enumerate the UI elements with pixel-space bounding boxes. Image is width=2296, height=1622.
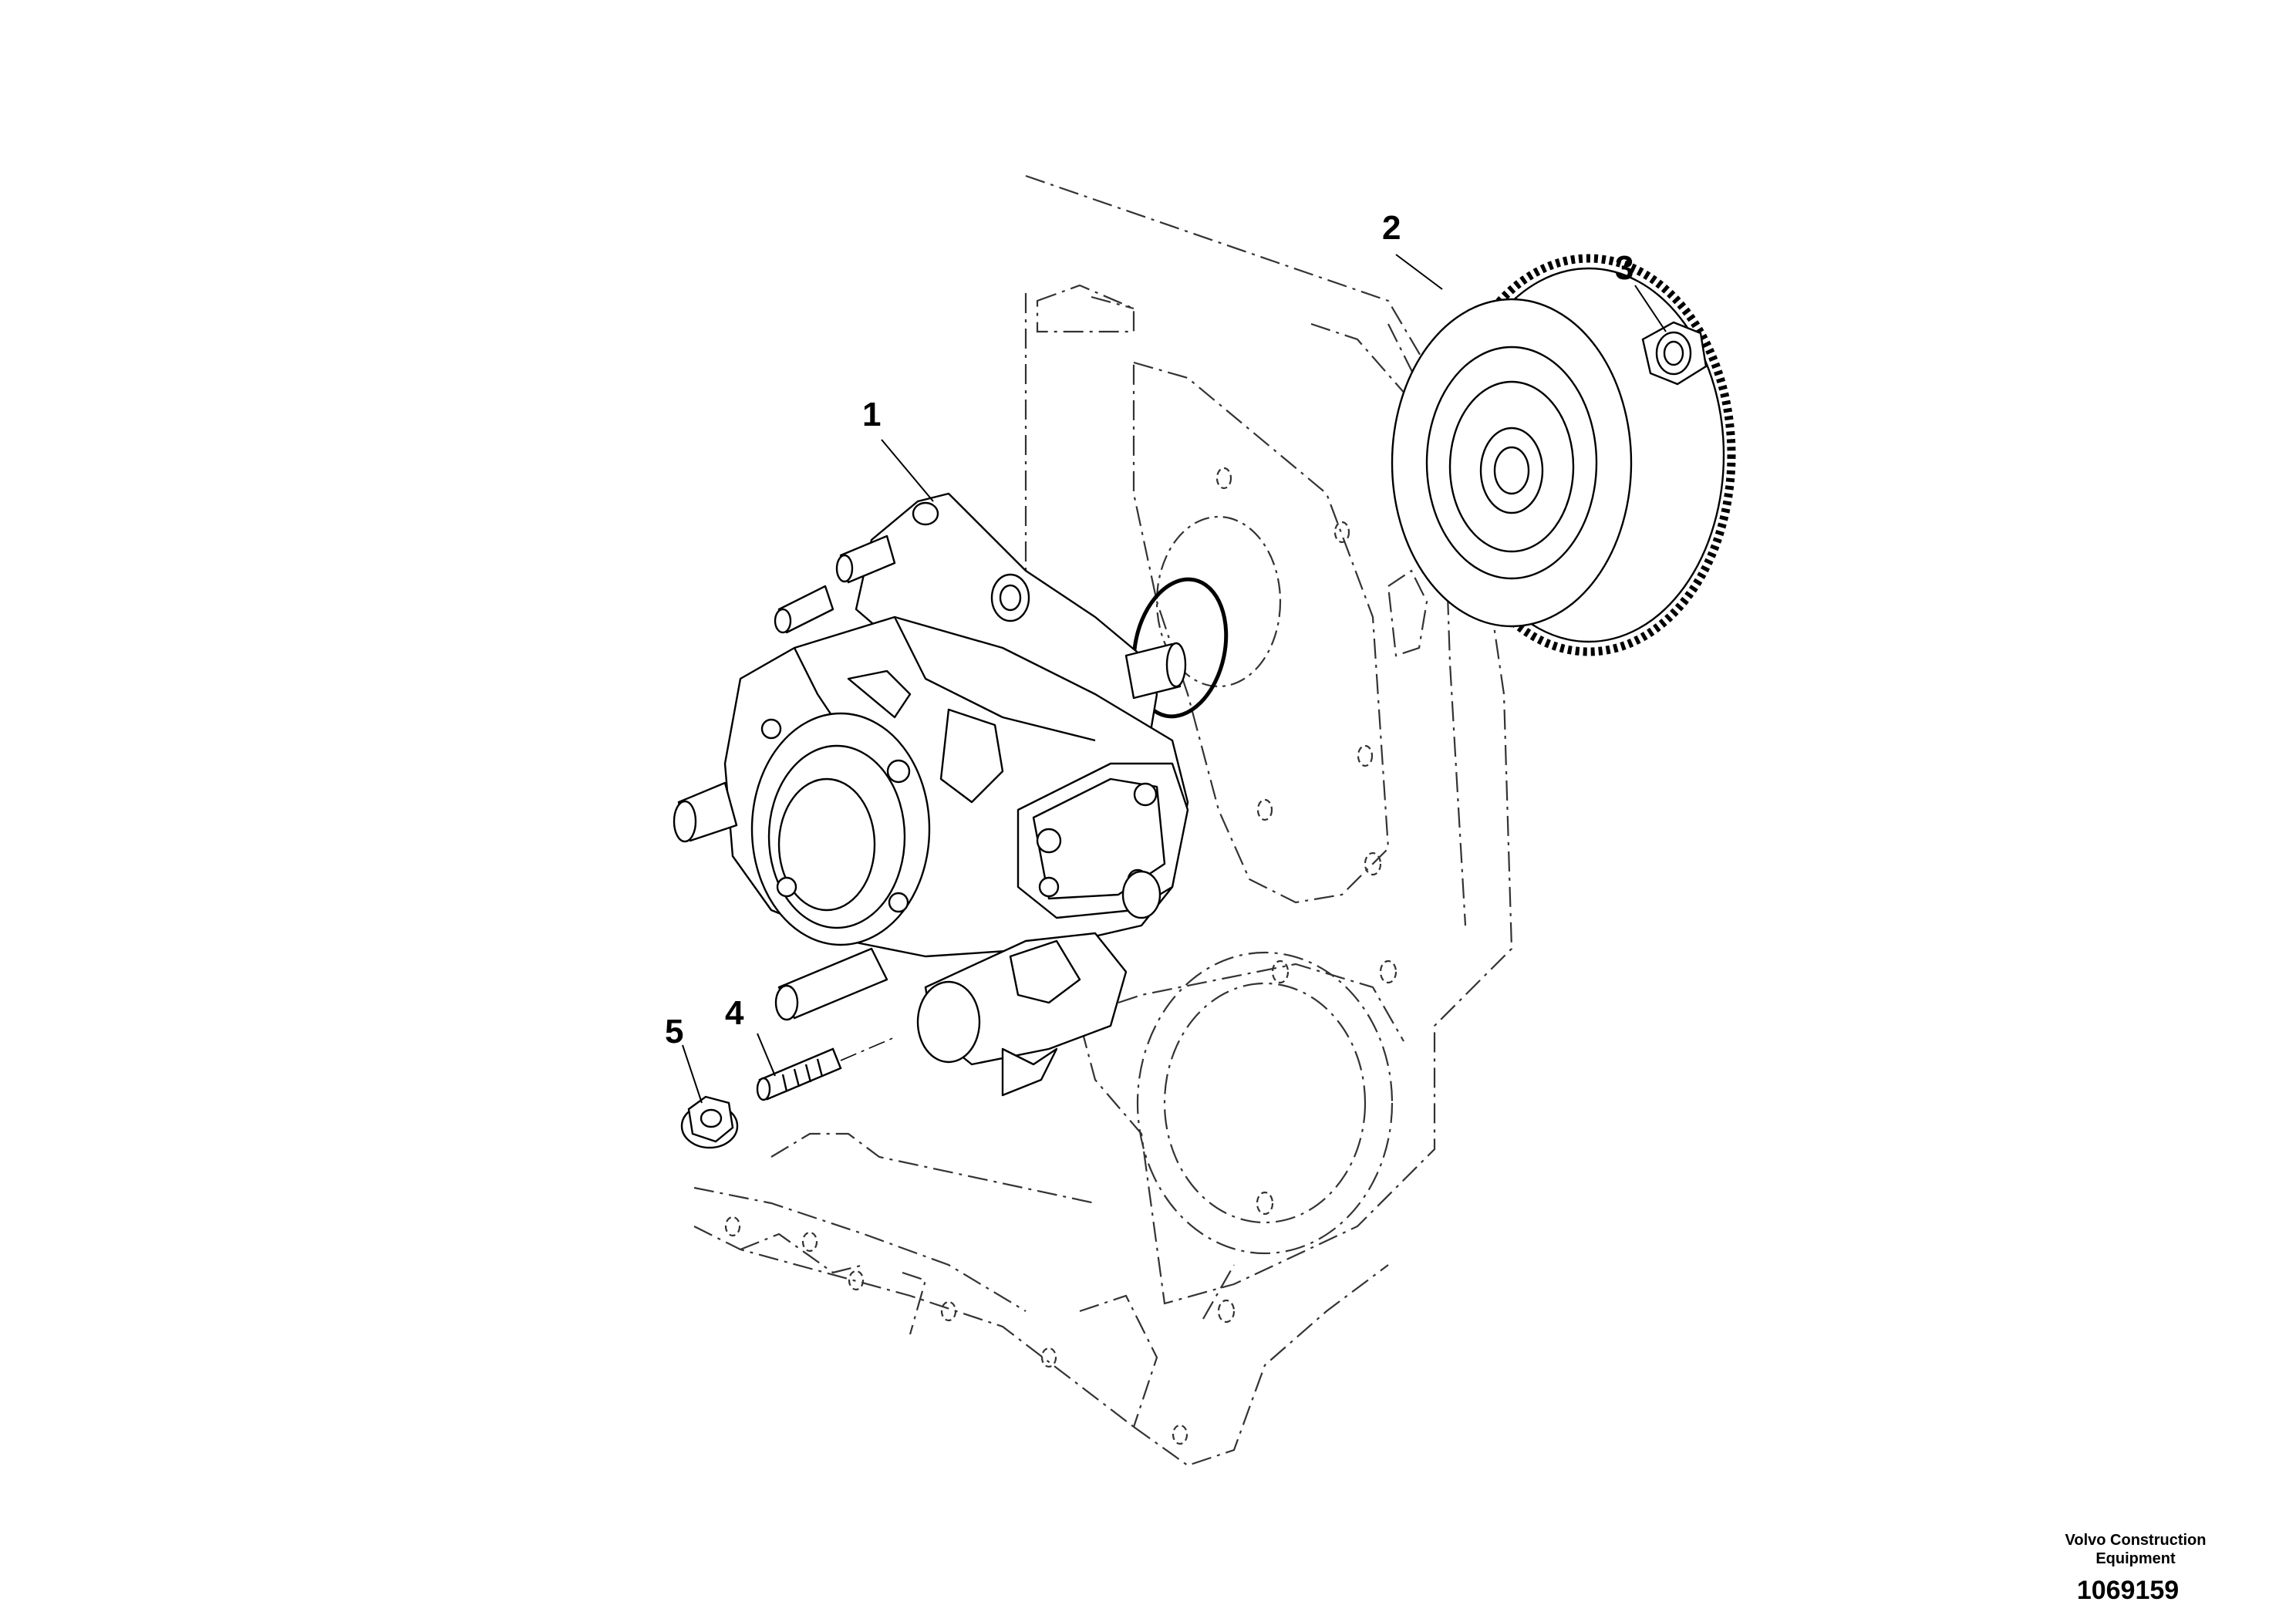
pump-mounting-opening <box>1155 515 1282 688</box>
callout-leaders <box>682 254 1667 1104</box>
assembly-axis-line <box>840 1037 895 1061</box>
callout-4: 4 <box>725 994 744 1032</box>
fuel-pump-assembly <box>673 492 1189 1097</box>
callout-2: 2 <box>1382 209 1401 247</box>
brand-line-1: Volvo Construction <box>2065 1532 2207 1549</box>
callout-1: 1 <box>862 396 881 433</box>
housing-bolt-holes <box>724 467 1397 1445</box>
o-ring-seal <box>1131 577 1229 719</box>
flange-nut <box>680 1095 739 1149</box>
brand-label: Volvo Construction Equipment <box>2020 1531 2251 1568</box>
callout-5: 5 <box>665 1013 683 1050</box>
drive-gear <box>1391 254 1736 656</box>
brand-line-2: Equipment <box>2095 1550 2176 1567</box>
document-number: 1069159 <box>2076 1576 2180 1605</box>
mounting-stud <box>756 1047 842 1101</box>
callout-3: 3 <box>1615 249 1633 287</box>
gear-nut <box>1641 321 1708 386</box>
